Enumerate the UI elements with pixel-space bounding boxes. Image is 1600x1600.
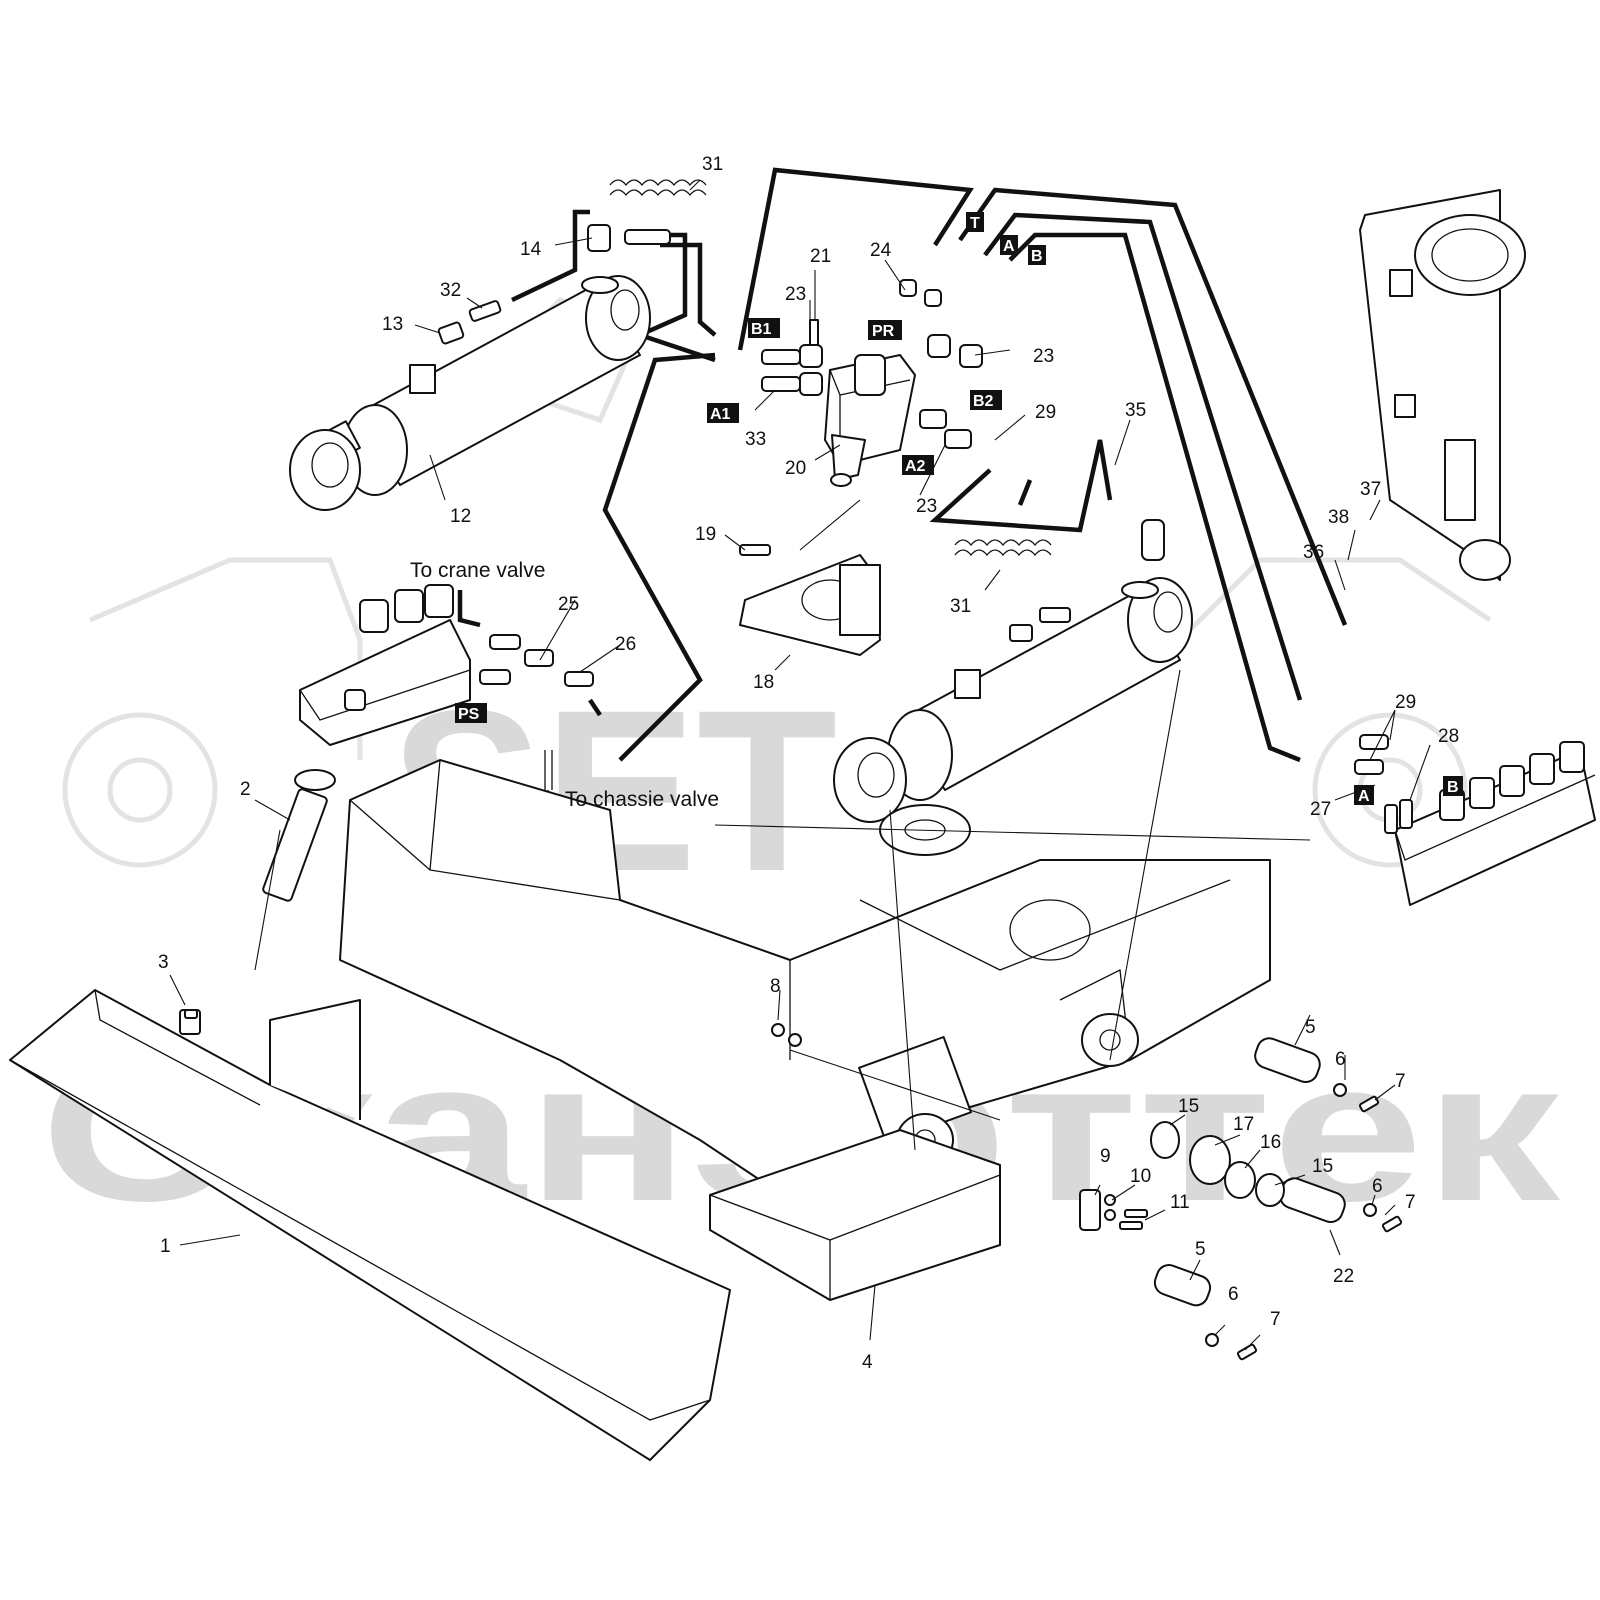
callout-18: 18 [753,672,774,693]
callout-4: 4 [862,1352,873,1373]
note-to-crane-valve: To crane valve [410,559,545,582]
cylinder-12-fittings [437,224,671,345]
callout-10: 10 [1130,1166,1151,1187]
callout-15-a: 15 [1178,1096,1199,1117]
callout-2: 2 [240,779,251,800]
pin-2 [262,769,336,902]
callout-37: 37 [1360,479,1381,500]
callout-21: 21 [810,246,831,267]
callout-26: 26 [615,634,636,655]
hydraulic-cylinder-12 [289,275,651,511]
callout-15-b: 15 [1312,1156,1333,1177]
port-tag-a-bank: A [1354,785,1374,805]
callout-14: 14 [520,239,542,260]
callout-32: 32 [440,280,461,301]
control-valve-bank [1354,734,1596,906]
callout-numbers: 31 14 32 13 12 21 24 23 23 33 20 23 29 3… [158,154,1459,1373]
svg-text:PS: PS [458,706,480,723]
callout-6-c: 6 [1228,1284,1239,1305]
callout-19: 19 [695,524,716,545]
callout-29-right: 29 [1395,692,1416,713]
port-tag-ps: PS [455,703,487,723]
callout-28: 28 [1438,726,1459,747]
callout-31-top: 31 [702,154,723,175]
bracket-18 [739,544,881,656]
svg-text:A: A [1358,788,1370,805]
callout-7-c: 7 [1270,1309,1281,1330]
callout-7-b: 7 [1405,1192,1416,1213]
port-tag-a: A [1000,235,1018,255]
svg-text:B: B [1447,779,1459,796]
dozer-blade-1 [9,989,731,1461]
callout-20: 20 [785,458,806,479]
callout-29-top: 29 [1035,402,1056,423]
callout-16: 16 [1260,1132,1281,1153]
pivot-pins-and-washers [184,1009,1403,1361]
port-tags: T A B B1 PR A1 B2 A2 [455,212,1463,805]
callout-38: 38 [1328,507,1349,528]
callout-35: 35 [1125,400,1146,421]
svg-text:B: B [1031,248,1043,265]
svg-text:A: A [1003,238,1015,255]
note-to-chassis-valve: To chassie valve [565,788,719,811]
callout-23-c: 23 [916,496,937,517]
callout-36: 36 [1303,542,1324,563]
port-tag-b-bank: B [1443,776,1463,796]
port-tag-b1: B1 [748,318,780,338]
port-tag-b2: B2 [970,390,1002,410]
callout-24: 24 [870,240,892,261]
chassis-frame-top-right [1359,189,1526,581]
hydraulic-cylinder-lower [833,519,1193,823]
callout-5-b: 5 [1195,1239,1206,1260]
hose-clips-31 [609,179,1052,557]
svg-text:B2: B2 [973,393,994,410]
callout-33: 33 [745,429,766,450]
callout-23-a: 23 [785,284,806,305]
chassis-frame-main [339,759,1271,1301]
port-tag-pr: PR [868,320,902,340]
crane-valve [299,584,594,801]
svg-text:A2: A2 [905,458,926,475]
svg-text:A1: A1 [710,406,731,423]
leader-lines [169,179,1431,1351]
callout-7-a: 7 [1395,1071,1406,1092]
callout-23-b: 23 [1033,346,1054,367]
callout-27: 27 [1310,799,1331,820]
callout-13: 13 [382,314,403,335]
port-tag-a2: A2 [902,455,934,475]
svg-text:PR: PR [872,323,895,340]
valve-block-20 [761,279,983,487]
callout-31-mid: 31 [950,596,971,617]
port-tag-b: B [1028,245,1046,265]
callout-11: 11 [1170,1192,1190,1213]
port-tag-t: T [966,212,984,232]
callout-22: 22 [1333,1266,1354,1287]
callout-6-a: 6 [1335,1049,1346,1070]
svg-text:B1: B1 [751,321,772,338]
callout-17: 17 [1233,1114,1254,1135]
port-tag-a1: A1 [707,403,739,423]
callout-6-b: 6 [1372,1176,1383,1197]
callout-8: 8 [770,976,781,997]
callout-12: 12 [450,506,471,527]
callout-25: 25 [558,594,579,615]
callout-3: 3 [158,952,169,973]
callout-5-a: 5 [1305,1017,1316,1038]
callout-1: 1 [160,1236,171,1257]
svg-text:T: T [970,215,980,232]
callout-9: 9 [1100,1146,1111,1167]
